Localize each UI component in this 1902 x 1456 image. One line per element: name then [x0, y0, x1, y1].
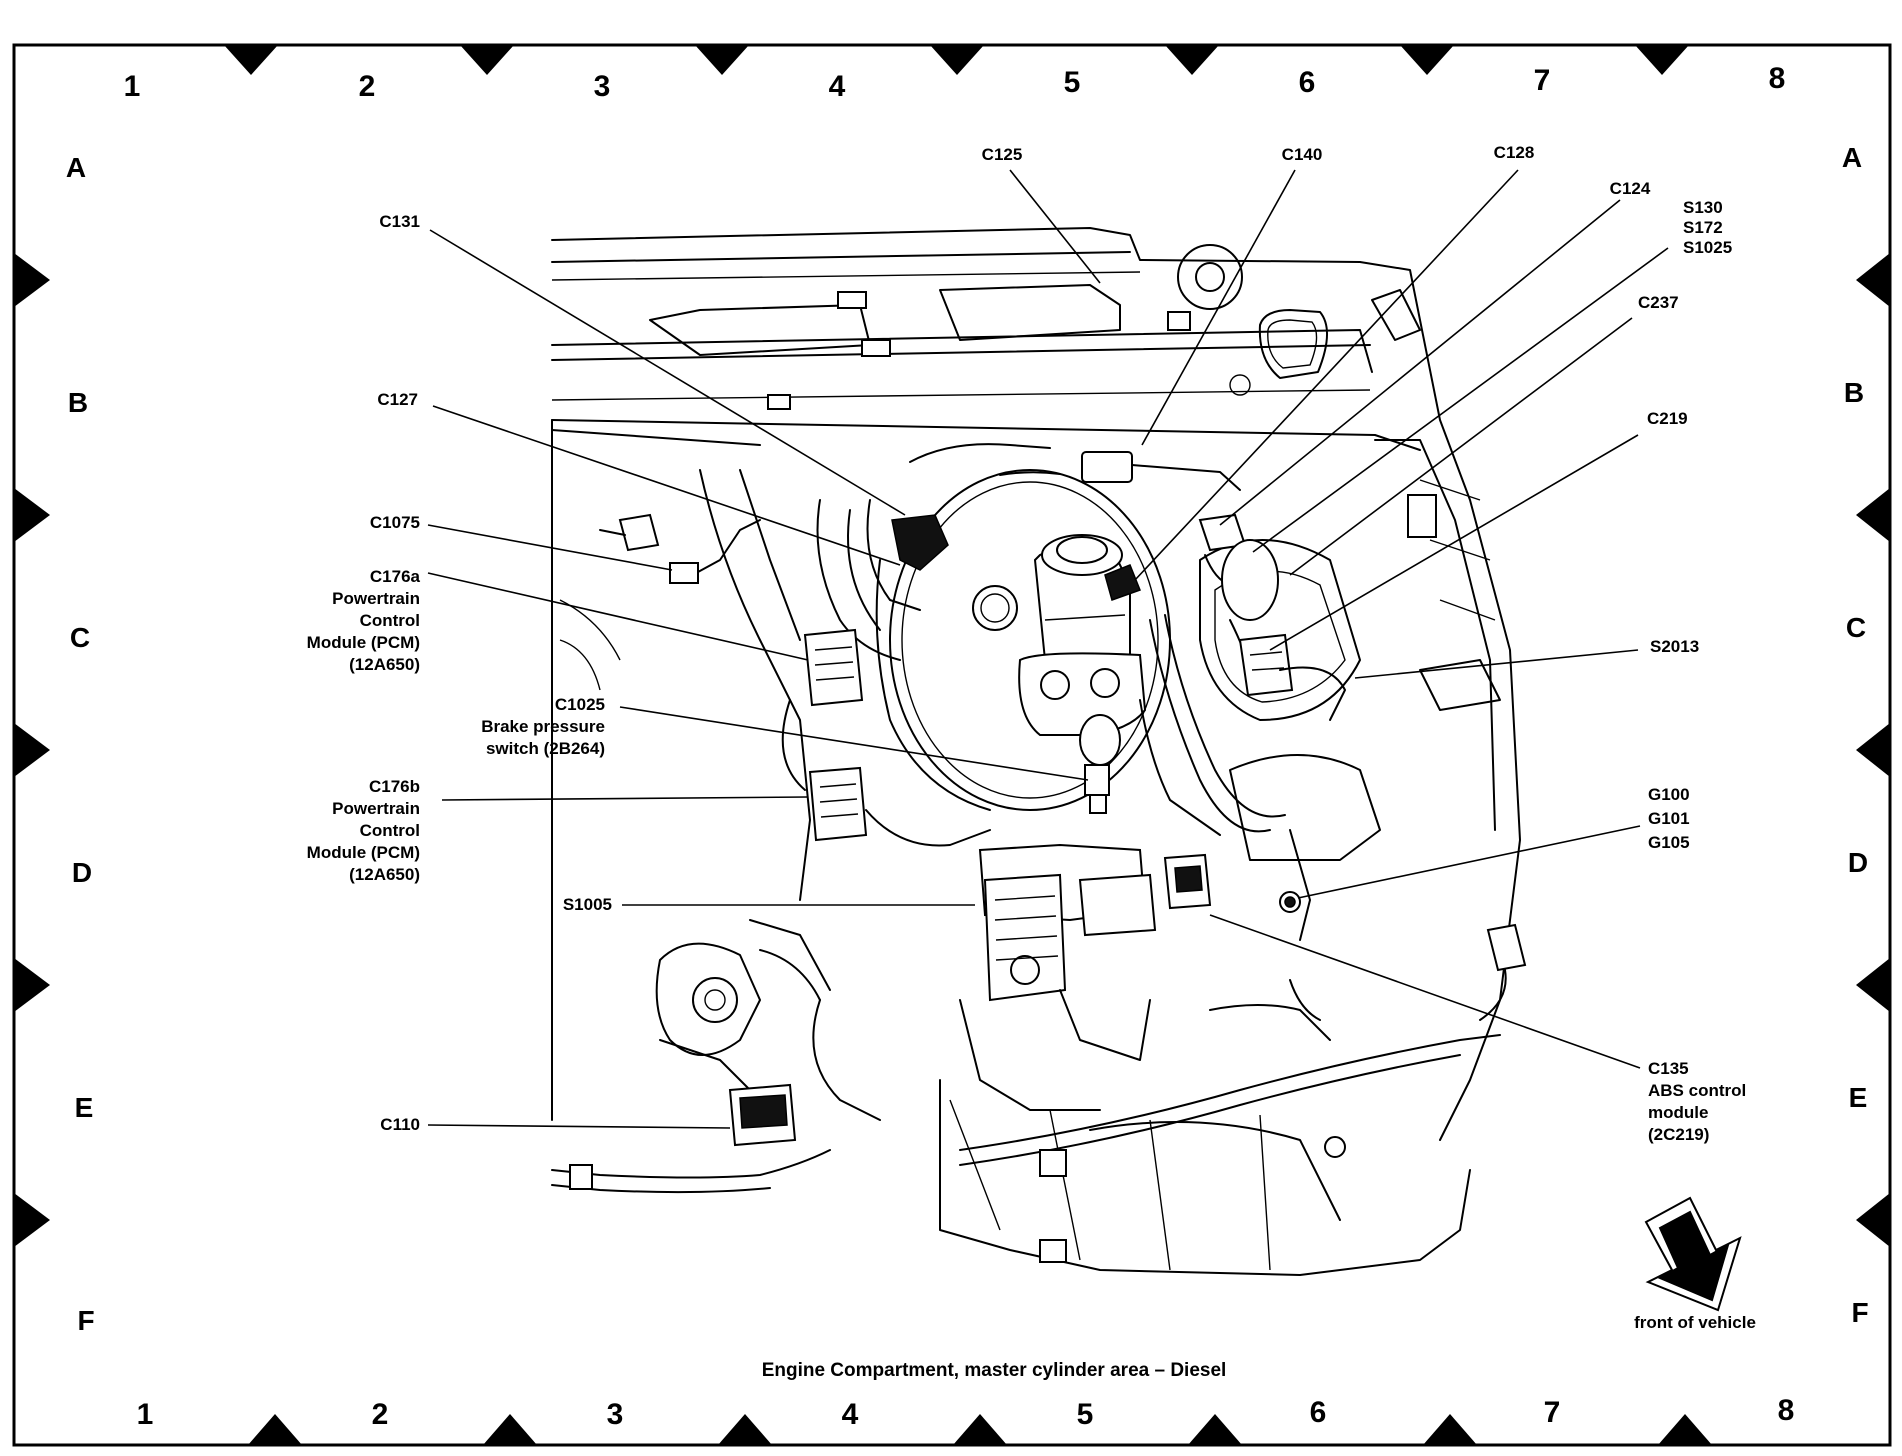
- engine-compartment-drawing: [551, 227, 1527, 1276]
- grid-columns-bottom: 1 2 3 4 5 6 7 8: [137, 1394, 1795, 1431]
- callout-c176b-line: C176b: [369, 777, 420, 796]
- callout-c176a-line: Module (PCM): [307, 633, 420, 652]
- callout-c176a: C176a Powertrain Control Module (PCM) (1…: [307, 567, 421, 674]
- callout-c176b: C176b Powertrain Control Module (PCM) (1…: [307, 777, 420, 884]
- grid-col-label: 5: [1064, 66, 1081, 99]
- callout-c135-line: (2C219): [1648, 1125, 1709, 1144]
- callout-g101: G101: [1648, 809, 1690, 828]
- callout-c176b-line: Module (PCM): [307, 843, 420, 862]
- grid-row-label: C: [70, 622, 90, 653]
- callout-c176a-line: Powertrain: [332, 589, 420, 608]
- grid-row-label: F: [77, 1305, 94, 1336]
- callout-g100: G100: [1648, 785, 1690, 804]
- grid-col-label: 4: [829, 70, 846, 103]
- grid-row-label: B: [1844, 377, 1864, 408]
- grid-col-label: 1: [137, 1398, 154, 1431]
- callout-s130: S130: [1683, 198, 1723, 217]
- grid-row-label: D: [72, 857, 92, 888]
- grid-col-label: 7: [1534, 64, 1551, 97]
- diagram-caption: Engine Compartment, master cylinder area…: [762, 1360, 1227, 1381]
- grid-row-label: E: [75, 1092, 94, 1123]
- callout-c128: C128: [1494, 143, 1535, 162]
- grid-rows-left: A B C D E F: [66, 152, 95, 1336]
- callout-labels: C125 C140 C128 C124 S130 S172 S1025 C237…: [307, 143, 1747, 1144]
- front-arrow-icon: [1657, 1210, 1730, 1302]
- callout-c1025-line: C1025: [555, 695, 605, 714]
- grid-row-label: B: [68, 387, 88, 418]
- callout-c135-line: ABS control: [1648, 1081, 1746, 1100]
- grid-col-label: 6: [1310, 1396, 1327, 1429]
- grid-col-label: 7: [1544, 1396, 1561, 1429]
- callout-s2013: S2013: [1650, 637, 1699, 656]
- callout-c176a-line: Control: [360, 611, 420, 630]
- callout-c110: C110: [380, 1115, 420, 1134]
- front-of-vehicle-label: front of vehicle: [1634, 1313, 1756, 1332]
- callout-c237: C237: [1638, 293, 1679, 312]
- grid-row-label: F: [1851, 1297, 1868, 1328]
- callout-c135: C135 ABS control module (2C219): [1648, 1059, 1746, 1144]
- grid-columns-top: 1 2 3 4 5 6 7 8: [124, 62, 1786, 103]
- callout-c1025-line: Brake pressure: [481, 717, 605, 736]
- grid-col-label: 8: [1778, 1394, 1795, 1427]
- callout-c1025-line: switch (2B264): [486, 739, 605, 758]
- callout-c176b-line: Powertrain: [332, 799, 420, 818]
- grid-row-label: A: [66, 152, 86, 183]
- callout-c176b-line: Control: [360, 821, 420, 840]
- grid-rows-right: A B C D E F: [1842, 142, 1869, 1328]
- grid-row-label: D: [1848, 847, 1868, 878]
- grid-col-label: 1: [124, 70, 141, 103]
- callout-s1025: S1025: [1683, 238, 1732, 257]
- callout-c1075: C1075: [370, 513, 420, 532]
- callout-c176a-line: C176a: [370, 567, 421, 586]
- grid-col-label: 4: [842, 1398, 859, 1431]
- grid-col-label: 6: [1299, 66, 1316, 99]
- grid-col-label: 2: [359, 70, 376, 103]
- callout-c219: C219: [1647, 409, 1688, 428]
- grid-col-label: 8: [1769, 62, 1786, 95]
- callout-s1005: S1005: [563, 895, 612, 914]
- callout-c135-line: C135: [1648, 1059, 1689, 1078]
- front-of-vehicle-indicator: front of vehicle: [1634, 1196, 1756, 1332]
- grid-col-label: 3: [607, 1398, 624, 1431]
- grid-col-label: 5: [1077, 1398, 1094, 1431]
- callout-c131: C131: [379, 212, 420, 231]
- callout-g105: G105: [1648, 833, 1690, 852]
- grid-col-label: 3: [594, 70, 611, 103]
- callout-c176b-line: (12A650): [349, 865, 420, 884]
- callout-c124: C124: [1610, 179, 1651, 198]
- callout-c140: C140: [1282, 145, 1323, 164]
- callout-c125: C125: [982, 145, 1023, 164]
- grid-row-label: E: [1849, 1082, 1868, 1113]
- callout-c127: C127: [377, 390, 418, 409]
- grid-row-label: C: [1846, 612, 1866, 643]
- callout-c1025: C1025 Brake pressure switch (2B264): [481, 695, 605, 758]
- grid-markers: [14, 45, 1890, 1445]
- grid-row-label: A: [1842, 142, 1862, 173]
- callout-c135-line: module: [1648, 1103, 1708, 1122]
- callout-c176a-line: (12A650): [349, 655, 420, 674]
- callout-s172: S172: [1683, 218, 1723, 237]
- leader-lines: [427, 169, 1669, 1129]
- grid-col-label: 2: [372, 1398, 389, 1431]
